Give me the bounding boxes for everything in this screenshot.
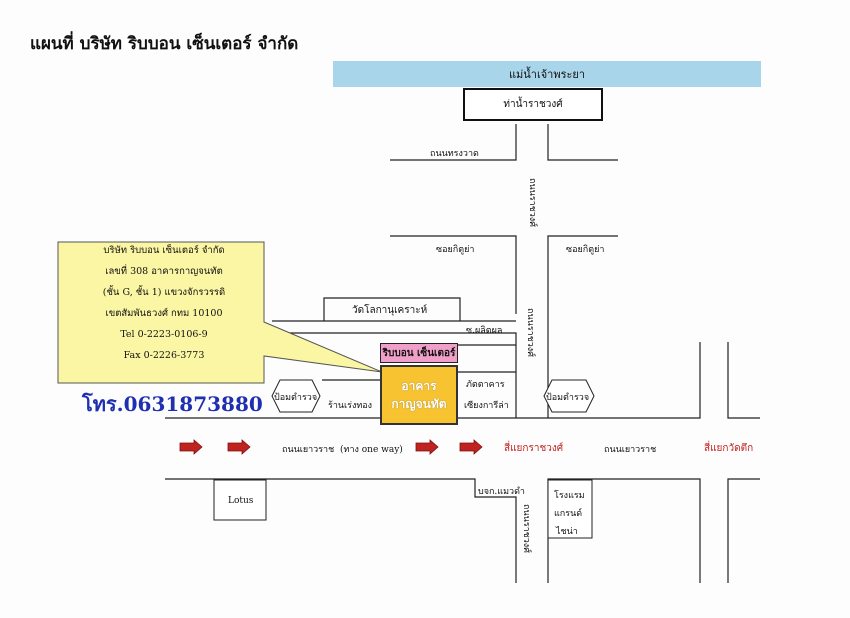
road-edge	[165, 342, 701, 419]
soi-lane: ซ.ผลิตผล	[466, 326, 503, 336]
hotel-line2: แกรนด์	[554, 509, 583, 519]
pier-label: ท่าน้ำราชวงศ์	[463, 88, 603, 121]
arrow-3	[415, 439, 439, 455]
ratchawong-intersection: สี่แยกราชวงศ์	[504, 443, 564, 454]
callout-line4: เขตสัมพันธวงศ์ กทม 10100	[105, 308, 223, 319]
building-line2: กาญจนทัต	[391, 397, 447, 411]
hotel-line1: โรงแรม	[554, 491, 585, 501]
river-label: แม่น้ำเจ้าพระยา	[333, 61, 761, 87]
callout-fax: Fax 0-2226-3773	[123, 350, 205, 361]
company-address-callout: บริษัท ริบบอน เซ็นเตอร์ จำกัด เลขที่ 308…	[64, 240, 264, 366]
road-edge	[390, 124, 517, 161]
temple-label: วัดโลกานุเคราะห์	[352, 305, 428, 316]
road-yaowarat-left: ถนนเยาวราช	[282, 445, 335, 455]
restaurant-line1: ภัตตาคาร	[466, 380, 505, 390]
road-ratchawong-south: ถนนราชวงศ์	[521, 504, 531, 553]
road-edge	[547, 235, 618, 418]
restaurant-line2: เซียงการีล่า	[464, 401, 509, 411]
road-edge	[272, 332, 517, 418]
callout-balloon	[57, 241, 383, 384]
callout-line2: เลขที่ 308 อาคารกาญจนทัต	[105, 266, 223, 277]
bank-label: บจก.แมวดำ	[478, 487, 525, 497]
road-edge	[727, 478, 760, 583]
police-right-hexagon	[543, 379, 595, 413]
arrow-4	[459, 439, 483, 455]
road-edge	[165, 478, 517, 583]
road-ratchawong-mid: ถนนราชวงศ์	[525, 308, 535, 357]
police-right-label: ป้อมตำรวจ	[546, 393, 590, 403]
road-ratchawong-north: ถนนราชวงศ์	[527, 178, 537, 227]
road-edge	[727, 342, 760, 419]
callout-tel: Tel 0-2223-0106-9	[120, 329, 208, 340]
callout-line1: บริษัท ริบบอน เซ็นเตอร์ จำกัด	[103, 245, 225, 256]
kanjanathat-building: อาคาร กาญจนทัต	[380, 365, 458, 425]
road-edge	[390, 235, 517, 314]
lotus-box	[213, 479, 267, 521]
soi-right: ซอยกิตูย่า	[566, 245, 605, 255]
soi-left: ซอยกิตูย่า	[436, 245, 475, 255]
road-yaowarat-right: ถนนเยาวราช	[604, 445, 657, 455]
one-way-note: (ทาง one way)	[340, 445, 403, 455]
map-title: แผนที่ บริษัท ริบบอน เซ็นเตอร์ จำกัด	[30, 34, 299, 54]
arrow-1	[179, 439, 203, 455]
road-songwat: ถนนทรงวาด	[430, 149, 479, 159]
arrow-2	[227, 439, 251, 455]
gold-shop-label: ร้านเร่งทอง	[328, 401, 373, 411]
wat-tuek-intersection: สี่แยกวัดตึก	[704, 443, 754, 454]
phone-number: โทร.0631873880	[82, 392, 263, 416]
building-line1: อาคาร	[401, 379, 437, 393]
hotel-line3: ไชน่า	[556, 527, 578, 537]
ribbon-center-label: ริบบอน เซ็นเตอร์	[380, 343, 458, 363]
lotus-label: Lotus	[228, 496, 254, 506]
callout-line3: (ชั้น G, ชั้น 1) แขวงจักรวรรดิ	[102, 287, 226, 298]
road-edge	[323, 297, 461, 321]
police-left-label: ป้อมตำรวจ	[274, 393, 318, 403]
hotel-box	[547, 479, 593, 539]
police-left-hexagon	[271, 379, 321, 413]
road-edge	[547, 124, 618, 161]
